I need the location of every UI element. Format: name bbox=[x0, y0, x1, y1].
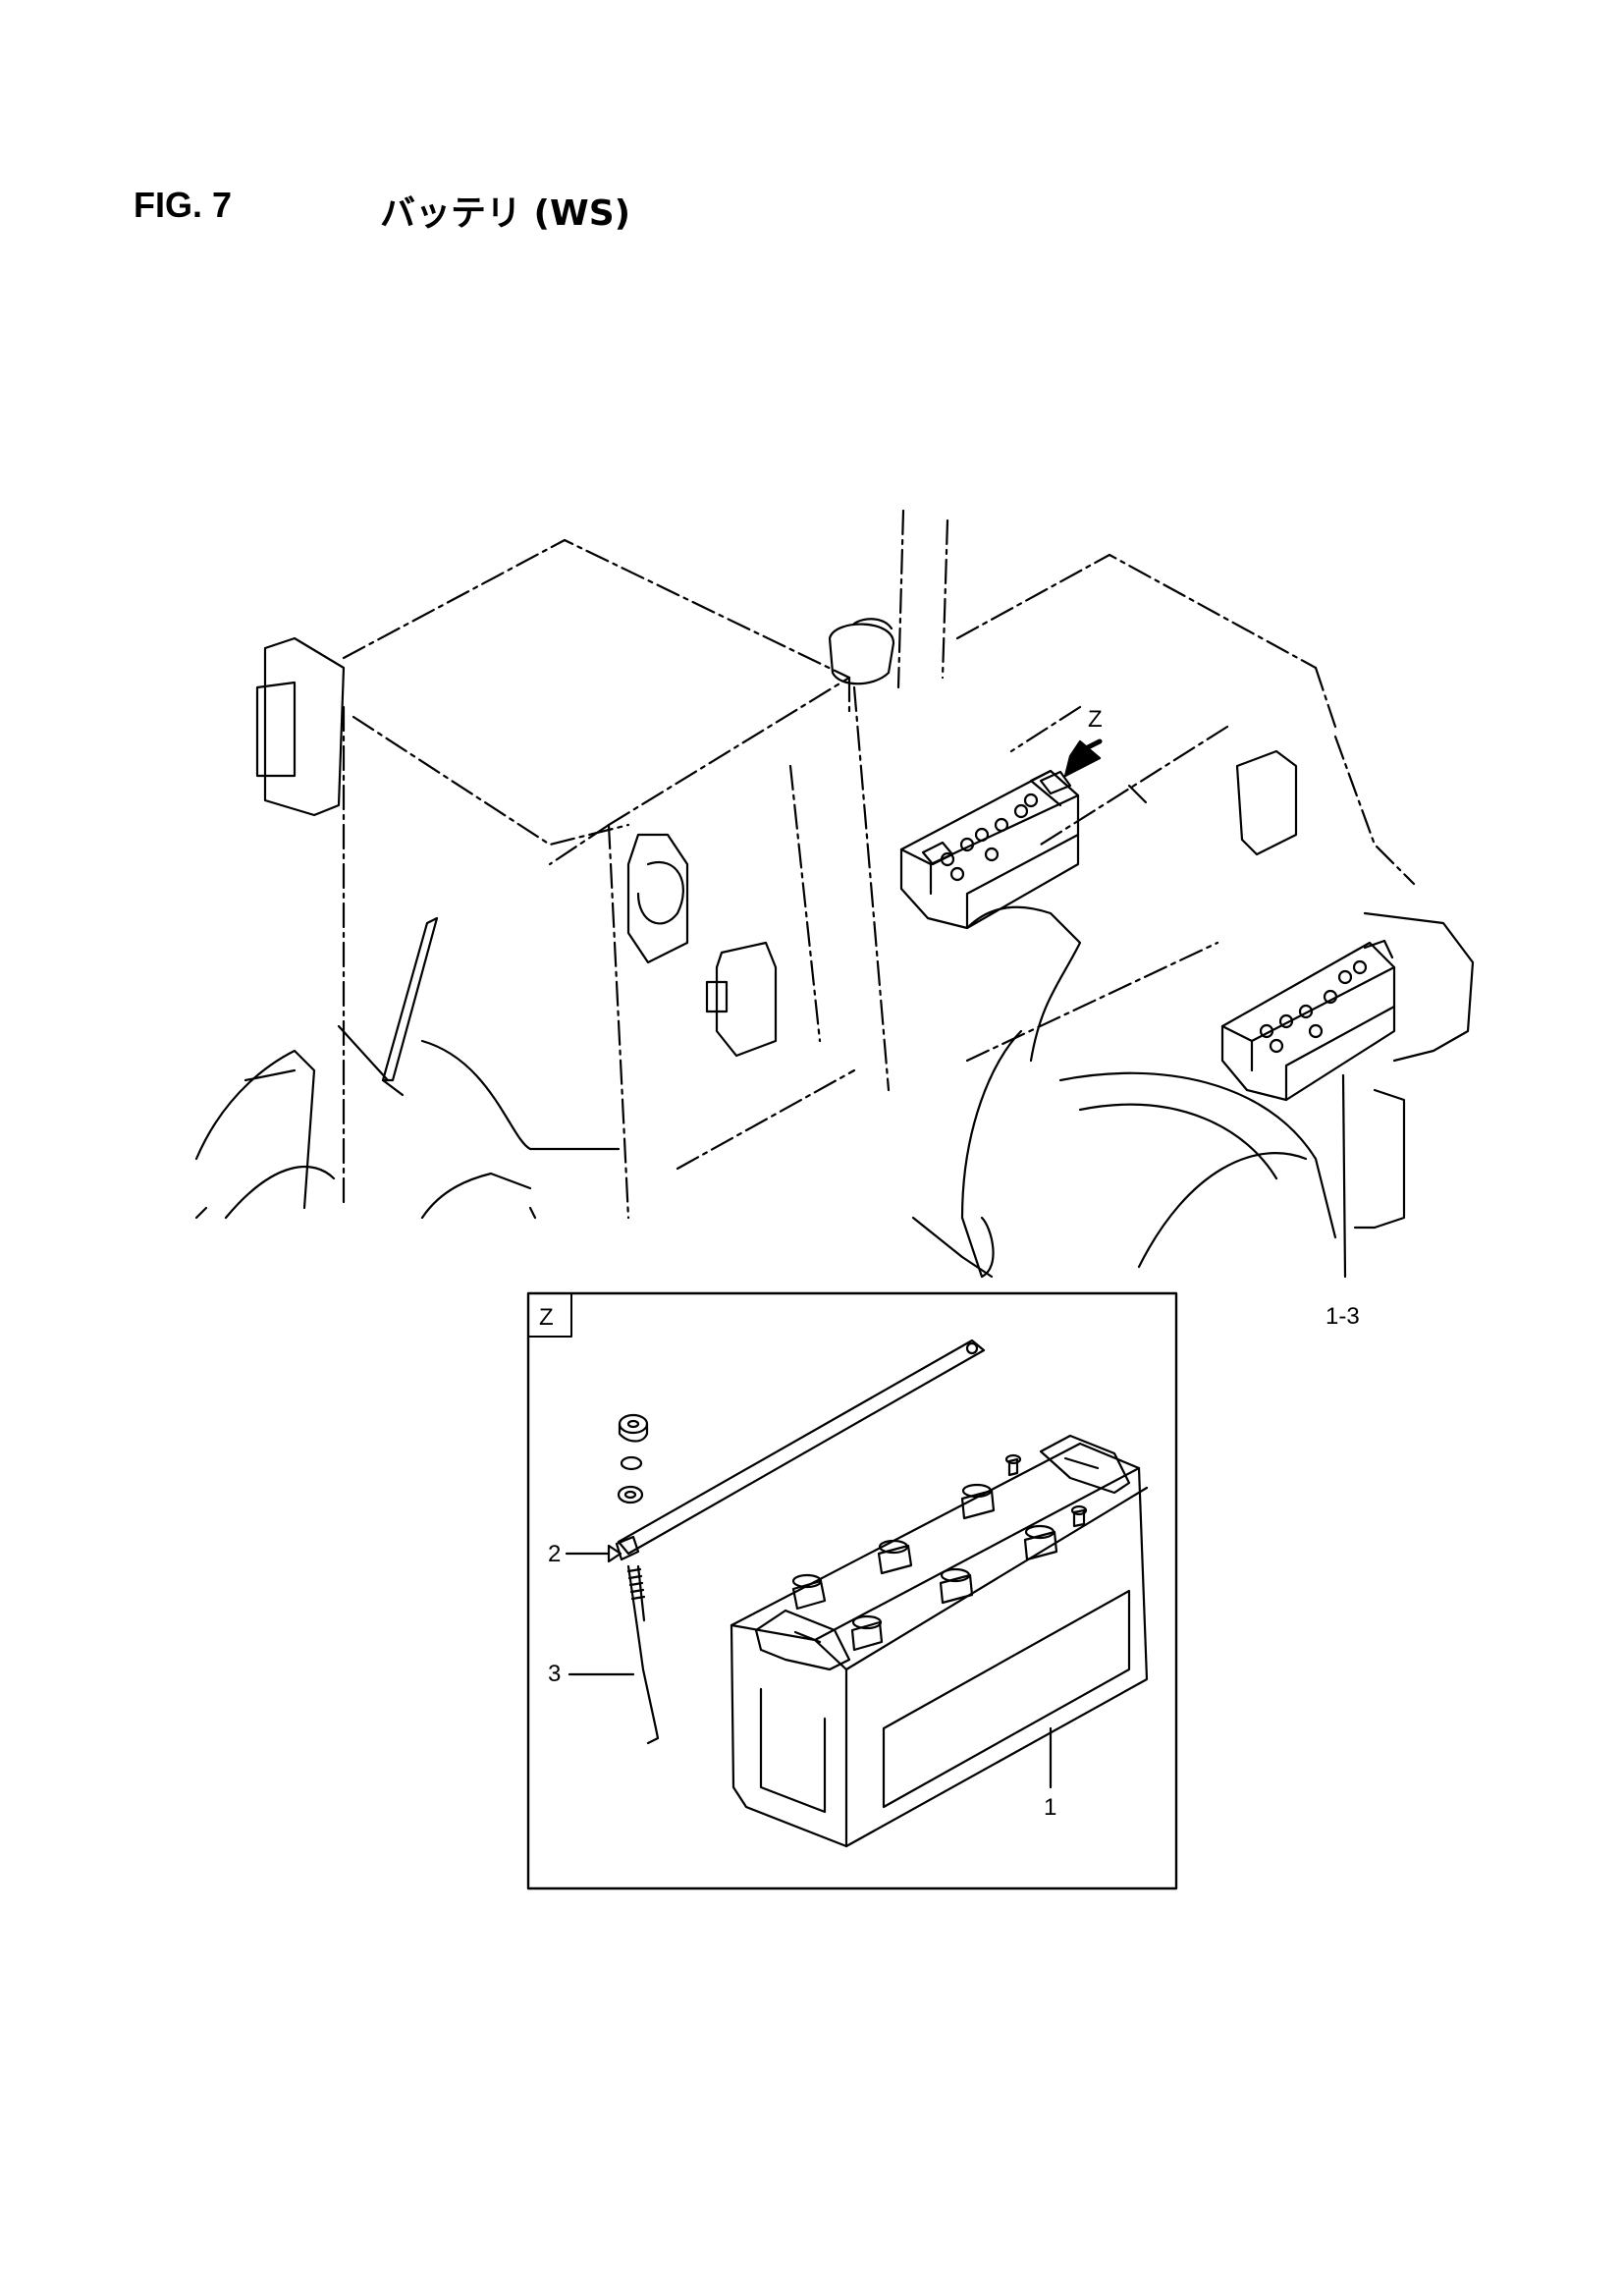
callout-1-3: 1-3 bbox=[1325, 1303, 1360, 1330]
figure-title: バッテリ (WS) bbox=[380, 193, 631, 234]
detail-view-label: Z bbox=[539, 1304, 554, 1331]
figure-number: FIG. 7 bbox=[134, 185, 233, 225]
battery-detail: 1 bbox=[730, 1434, 1149, 1848]
detail-view-z: Z 2 3 bbox=[526, 1291, 1178, 1890]
callout-3: 3 bbox=[548, 1661, 561, 1687]
callout-2: 2 bbox=[548, 1541, 561, 1567]
machine-overview: Z 1-3 bbox=[194, 509, 1475, 1330]
view-arrow-label: Z bbox=[1088, 706, 1103, 733]
callout-1: 1 bbox=[1044, 1794, 1056, 1821]
